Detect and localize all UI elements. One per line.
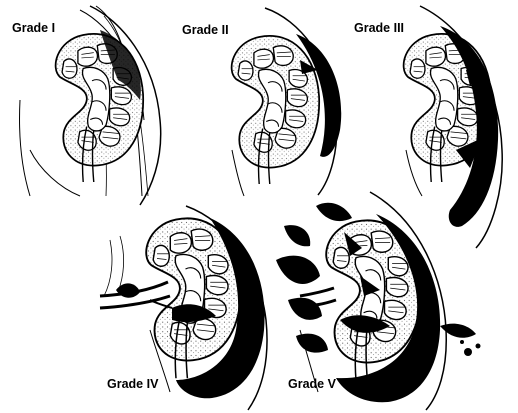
grade-3-illustration (404, 6, 503, 248)
grade-1-illustration (19, 6, 160, 205)
grade-1-label: Grade I (12, 22, 55, 35)
grade-2-illustration (232, 8, 342, 196)
grade-2-label: Grade II (182, 24, 229, 37)
grade-5-label: Grade V (288, 378, 336, 391)
grade-3-label: Grade III (354, 22, 404, 35)
hemorrhage-fragment (276, 256, 320, 284)
grade-4-label: Grade IV (107, 378, 158, 391)
